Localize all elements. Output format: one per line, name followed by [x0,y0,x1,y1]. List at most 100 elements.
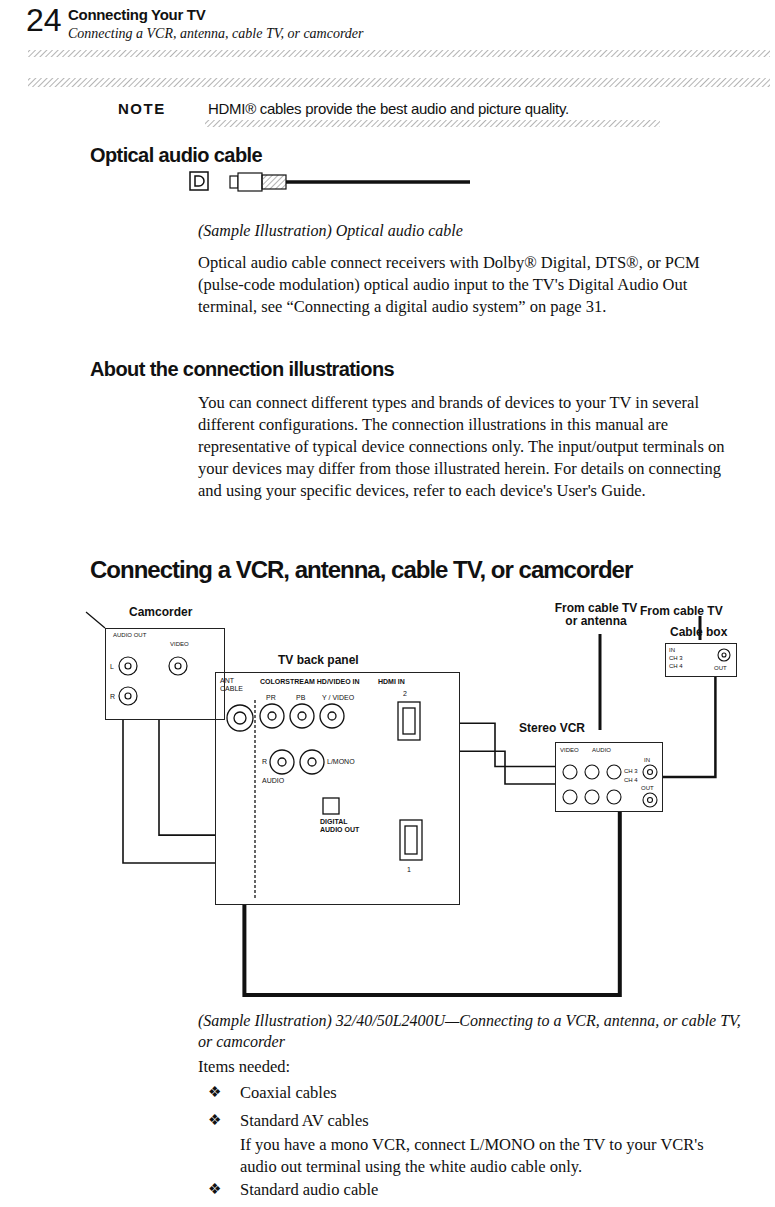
port-label: AUDIO OUT [113,632,146,639]
drawing-circle [260,704,284,728]
port-label: L/MONO [327,758,355,766]
port-label: CH 3 [669,655,683,662]
port-label: HDMI IN [378,678,405,686]
optical-icon [190,172,208,190]
section-heading: About the connection illustrations [90,358,394,381]
cable-box: Cable box [665,643,737,677]
device-label: Camcorder [129,605,192,619]
list-item: Standard audio cable [240,1179,378,1201]
port-label: DIGITAL AUDIO OUT [320,818,360,834]
drawing-circle [585,790,599,804]
drawing-circle [169,657,187,675]
drawing-circle [125,663,131,669]
body-text: Optical audio cable connect receivers wi… [198,252,743,318]
camcorder-panel: Camcorder [105,628,225,720]
port-label: PB [296,694,305,702]
drawing-circle [270,750,294,774]
device-label: TV back panel [278,653,359,667]
cable-connector [460,751,555,784]
drawing-rect [398,702,420,740]
drawing-rect [28,78,770,87]
drawing-circle [585,765,599,779]
port-label: 2 [403,690,407,698]
device-label: Cable box [670,625,727,639]
drawing-circle [643,765,657,779]
drawing-line [286,180,470,184]
vcr-panel: Stereo VCR [555,742,663,812]
cable-connector [123,720,215,863]
list-note: If you have a mono VCR, connect L/MONO o… [240,1134,740,1178]
drawing-circle [268,712,276,720]
drawing-rect [190,172,208,190]
section-title: Connecting a VCR, antenna, cable TV, or … [90,556,632,584]
port-label: AUDIO [262,777,284,785]
port-label: CH 3 [624,768,638,775]
list-intro: Items needed: [198,1056,290,1078]
cable-connector [159,720,215,835]
port-label: IN [669,647,675,654]
drawing-line [254,700,255,900]
drawing-circle [722,653,726,657]
port-label: CH 4 [669,663,683,670]
running-subhead: Connecting a VCR, antenna, cable TV, or … [68,26,364,42]
drawing-circle [328,712,336,720]
drawing-rect [323,798,339,814]
drawing-line [86,612,105,628]
port-label: IN [644,757,650,764]
port-label: CABLE [220,685,243,693]
list-item: Coaxial cables [240,1082,337,1104]
port-label: AUDIO [592,747,611,754]
tv-ports [227,700,422,900]
bullet: ❖ [208,1110,221,1131]
drawing-circle [119,657,137,675]
drawing-rect [403,708,415,734]
source-label: From cable TV or antenna [552,602,640,628]
port-label: PR [266,694,276,702]
drawing-rect [262,175,286,189]
figure-caption: (Sample Illustration) Optical audio cabl… [198,220,463,241]
cable-connector [663,677,715,777]
drawing-line [599,634,602,730]
note-tag: NOTE [118,100,166,117]
bullet: ❖ [208,1082,221,1103]
drawing-rect [400,820,422,860]
optical-cable [230,173,470,191]
drawing-circle [648,770,653,775]
port-label: VIDEO [170,641,189,648]
port-label: ANT [220,677,234,685]
drawing-circle [175,663,181,669]
vcr-ports [563,765,657,807]
device-label: Stereo VCR [519,721,585,735]
drawing-circle [290,704,314,728]
list-item: Standard AV cables [240,1110,369,1132]
drawing-circle [718,649,730,661]
drawing-circle [648,798,653,803]
header-rule [28,50,770,127]
port-label: R [110,693,115,701]
port-label: R [262,758,267,766]
drawing-circle [320,704,344,728]
drawing-rect [405,826,417,854]
port-label: Y / VIDEO [322,694,354,702]
cable-connector [244,812,619,995]
drawing-circle [643,793,657,807]
drawing-circle [607,790,621,804]
drawing-circle [300,750,324,774]
drawing-circle [119,687,137,705]
drawing-circle [278,758,286,766]
camcorder-panel [86,612,187,705]
drawing-rect [205,120,660,127]
bullet: ❖ [208,1179,221,1200]
port-label: CH 4 [624,777,638,784]
port-label: VIDEO [560,747,579,754]
drawing-circle [607,765,621,779]
drawing-circle [308,758,316,766]
page-number: 24 [26,2,62,39]
drawing-path [195,176,204,186]
port-label: COLORSTREAM HD/VIDEO IN [260,678,360,686]
drawing-circle [125,693,131,699]
drawing-circle [563,790,577,804]
drawing-rect [28,50,770,57]
port-label: 1 [407,866,411,874]
